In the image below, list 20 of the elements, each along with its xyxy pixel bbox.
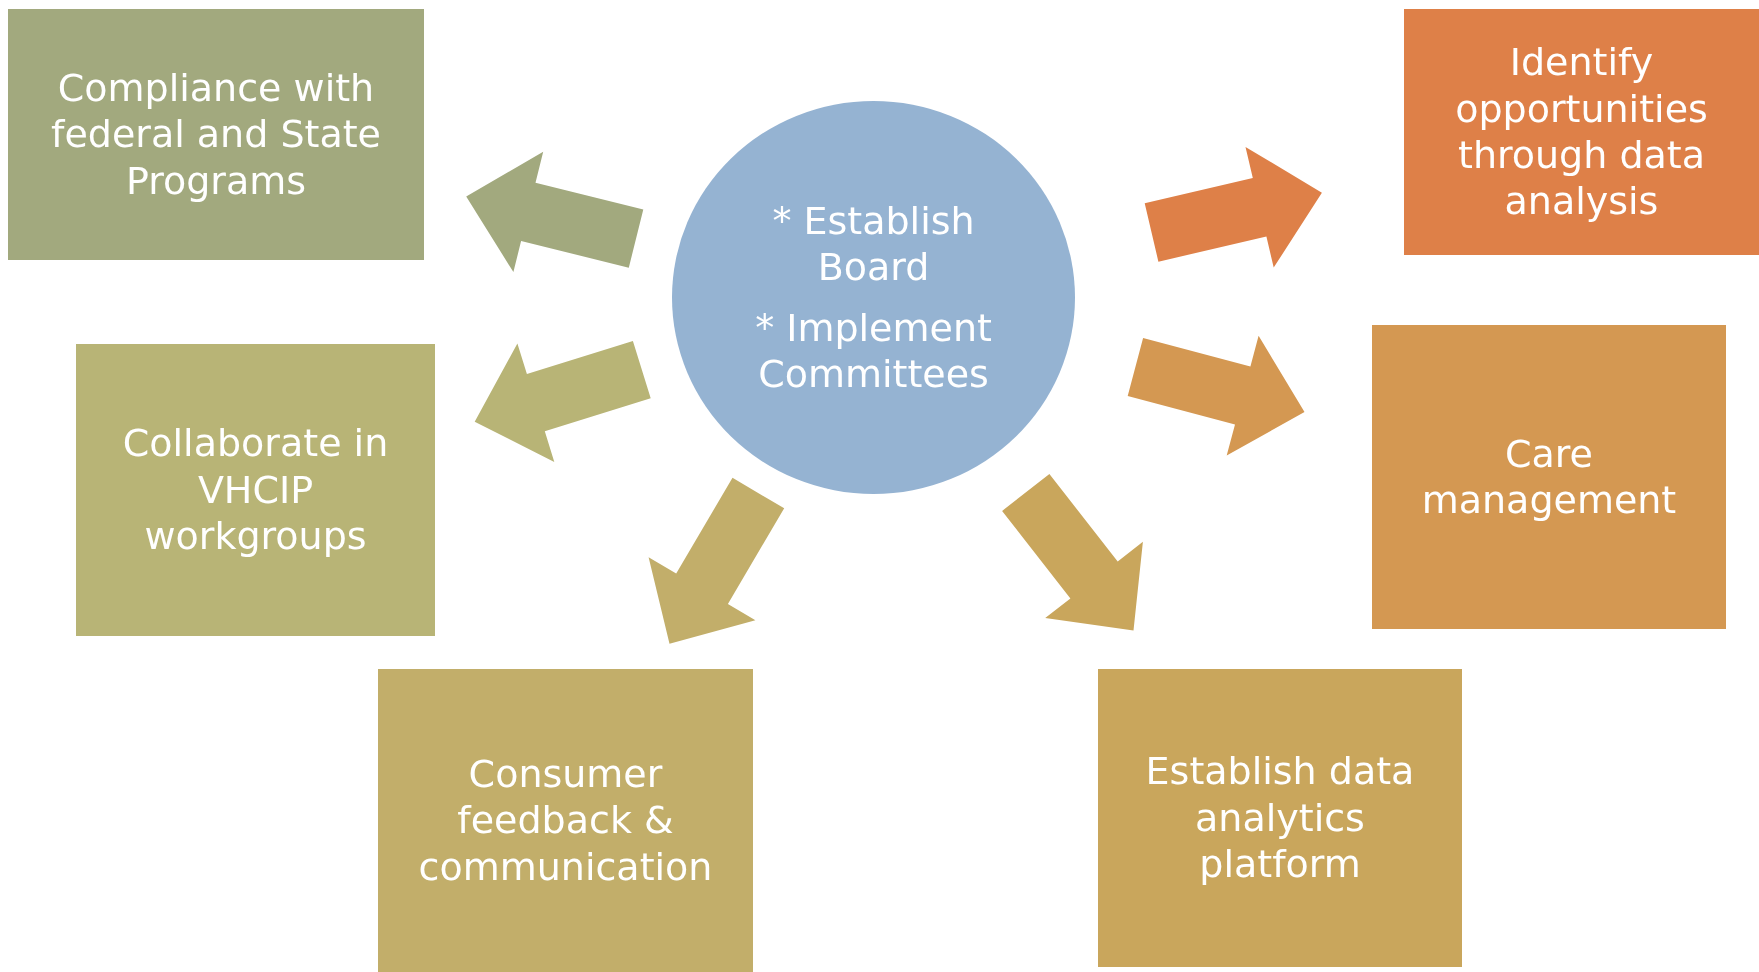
topic-box xyxy=(76,344,435,636)
topic-box xyxy=(8,9,424,260)
block-arrow xyxy=(466,151,644,273)
topic-box xyxy=(1404,9,1759,255)
node-text: * Establish Board xyxy=(771,197,976,291)
block-arrow xyxy=(648,477,785,644)
node-text: * Implement Committees xyxy=(754,304,993,398)
node-text: Compliance with federal and State Programs xyxy=(50,64,382,205)
node-text: Consumer feedback & communication xyxy=(417,750,714,891)
node-text: Establish data analytics platform xyxy=(1144,748,1416,888)
node-text: Identify opportunities through data analysis xyxy=(1454,39,1709,225)
topic-box xyxy=(1098,669,1462,967)
block-arrow xyxy=(474,341,651,462)
block-arrow xyxy=(1002,474,1143,631)
block-arrow xyxy=(1144,146,1322,268)
topic-box xyxy=(1372,325,1726,629)
topic-box xyxy=(378,669,753,972)
node-text: Care management xyxy=(1420,430,1678,524)
node-text: Collaborate in VHCIP workgroups xyxy=(121,420,390,560)
block-arrow xyxy=(1127,335,1305,456)
